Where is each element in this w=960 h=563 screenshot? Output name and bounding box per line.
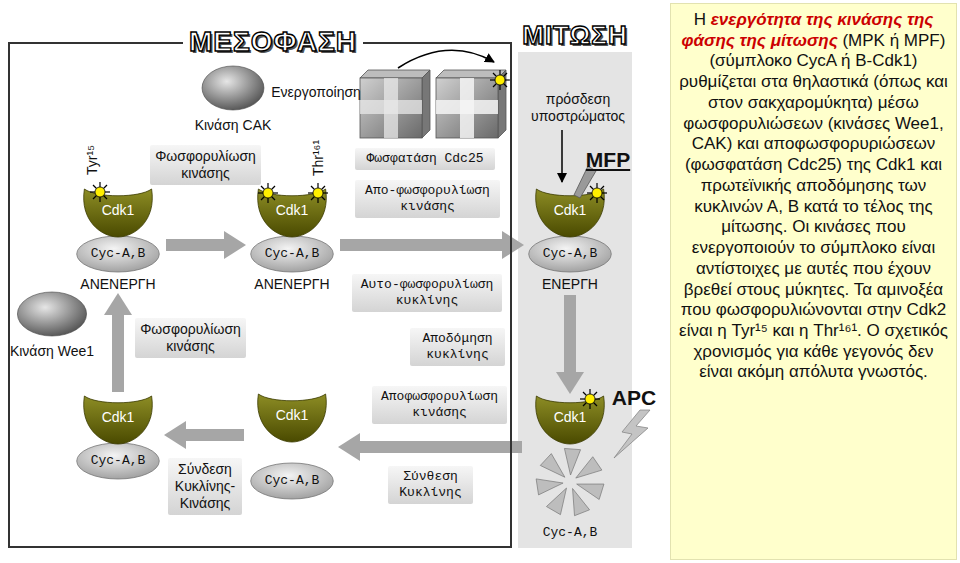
cyclin-fragment — [577, 484, 604, 499]
transition-arrow — [112, 315, 124, 392]
process-label: Αποφωσφορυλίωση κινάσης — [376, 389, 503, 421]
process-label: Σύνθεση Κυκλίνης — [392, 469, 469, 501]
residue-label: Thr¹⁶¹ — [310, 140, 327, 176]
process-label: Φωσφατάση Cdc25 — [359, 151, 491, 167]
label-text: Thr¹⁶¹ — [310, 140, 327, 176]
phosphate-star — [490, 70, 510, 90]
cyc-label: Cyc-A,B — [244, 462, 340, 500]
cdk-cyclin-complex: Cdk1Cyc-A,BΑΝΕΝΕΡΓΗ — [70, 185, 166, 295]
activation-arrow — [398, 50, 494, 68]
process-label: Αποδόμηση κυκλίνης — [414, 331, 501, 363]
process-box: Σύνθεση Κυκλίνης — [388, 466, 473, 504]
cyclin-fragment — [573, 489, 590, 516]
phosphate-star — [90, 182, 110, 202]
note-text: Η — [694, 10, 706, 29]
process-box: Αποδόμηση κυκλίνης — [410, 328, 505, 366]
cyclin-fragment — [576, 457, 602, 478]
cyc-label: Cyc-A,B — [244, 235, 340, 273]
kinase-oval: Κινάση Wee1 — [4, 288, 100, 362]
label-text: MFP — [586, 148, 630, 172]
process-label: Φωσφορυλίωση κινάσης — [154, 148, 257, 182]
cdk-label: Cdk1 — [70, 185, 166, 235]
plain-sans-label: Κινάση CAK — [190, 114, 276, 136]
phase-title: ΜΕΣΟΦΑΣΗ — [183, 25, 363, 59]
cdk-cyclin-complex: Cdk1Cyc-A,B — [70, 392, 166, 480]
phosphate-star — [308, 183, 328, 203]
plain-sans-label: Κινάση Wee1 — [4, 340, 100, 362]
label-text: πρόσδεση υποστρώματος — [526, 91, 630, 125]
phosphate-star — [580, 389, 600, 409]
label-text: Tyr¹⁵ — [84, 145, 101, 175]
cyclin-fragment — [540, 454, 565, 478]
cdc25-phosphatase-left — [360, 70, 430, 138]
note-box: Ηενεργότητα της κινάσης της φάσης της μί… — [670, 3, 957, 560]
state-label: ΑΝΕΝΕΡΓΗ — [244, 273, 340, 295]
transition-arrow — [186, 429, 244, 441]
transition-arrow — [564, 295, 576, 372]
transition-arrow — [360, 441, 522, 453]
cdk-label: Cdk1 — [244, 185, 340, 235]
cdk-label: Cdk1 — [244, 390, 340, 440]
transition-arrow — [166, 239, 224, 251]
cyc-label: Cyc-A,B — [70, 442, 166, 480]
phosphate-star — [587, 183, 607, 203]
process-label: Φωσφορυλίωση κινάσης — [139, 321, 242, 355]
process-box: Σύνδεση Κυκλίνης-Κινάσης — [168, 458, 242, 515]
phase-panel: ΜΕΣΟΦΑΣΗΚινάση CAKΦωσφορυλίωση κινάσηςCd… — [8, 42, 512, 548]
plain-label: Cyc-A,B — [522, 522, 618, 544]
cdk-label: Cdk1 — [70, 392, 166, 442]
cdk-cyclin-complex: Cdk1Cyc-A,BΑΝΕΝΕΡΓΗ — [244, 185, 340, 295]
cyclin-fragment — [564, 448, 580, 475]
step-label: πρόσδεση υποστρώματος — [526, 91, 630, 125]
process-box: Φωσφατάση Cdc25 — [355, 148, 495, 170]
phosphate-star — [258, 183, 278, 203]
phase-title: ΜΙΤΩΣΗ — [518, 18, 632, 52]
cyclin-fragment — [546, 488, 566, 515]
complex-name: MFP — [586, 148, 630, 172]
transition-arrow — [340, 239, 502, 251]
kinase-shape — [17, 292, 86, 336]
process-label: Απο-φωσφορυλίωση κινάσης — [359, 183, 496, 215]
kinase-shape — [202, 66, 264, 110]
cdk-label: Cdk1 — [522, 185, 618, 235]
label-text: APC — [612, 386, 656, 410]
cyclin-fragment — [536, 479, 563, 495]
residue-label: Tyr¹⁵ — [84, 145, 101, 175]
note-text: (MPK ή MPF) (σύμπλοκο CycA ή B-Cdk1) ρυθ… — [679, 31, 948, 382]
step-label: Ενεργοποίηση — [271, 84, 361, 101]
cdk-cyclin-separate: Cdk1Cyc-A,B — [244, 390, 340, 500]
substrate-arrow — [561, 130, 563, 182]
process-box: Αυτο-φωσφορυλίωση κυκλίνης — [352, 274, 502, 312]
cdk-label: Cdk1 — [522, 392, 618, 442]
process-box: Απο-φωσφορυλίωση κινάσης — [355, 180, 500, 218]
apc-lightning — [614, 410, 650, 458]
kinase-oval: Κινάση CAK — [190, 62, 276, 136]
cdk-cyclin-complex: Cdk1Cyc-A,BΕΝΕΡΓΗ — [522, 185, 618, 295]
state-label: ΕΝΕΡΓΗ — [522, 273, 618, 295]
mitosis-band — [518, 52, 632, 548]
process-label: Σύνδεση Κυκλίνης-Κινάσης — [172, 461, 238, 512]
process-box: Φωσφορυλίωση κινάσης — [150, 145, 261, 185]
process-label: Αυτο-φωσφορυλίωση κυκλίνης — [356, 277, 498, 309]
state-label: ΑΝΕΝΕΡΓΗ — [70, 273, 166, 295]
label-text: Ενεργοποίηση — [271, 84, 361, 101]
process-box: Φωσφορυλίωση κινάσης — [135, 318, 246, 358]
cyc-label: Cyc-A,B — [70, 235, 166, 273]
cyc-label: Cyc-A,B — [522, 235, 618, 273]
row-space — [244, 440, 340, 462]
cdk-degraded-cyclin: Cdk1Cyc-A,B — [522, 392, 618, 544]
complex-name: APC — [612, 386, 656, 410]
process-box: Αποφωσφορυλίωση κινάσης — [372, 386, 507, 424]
